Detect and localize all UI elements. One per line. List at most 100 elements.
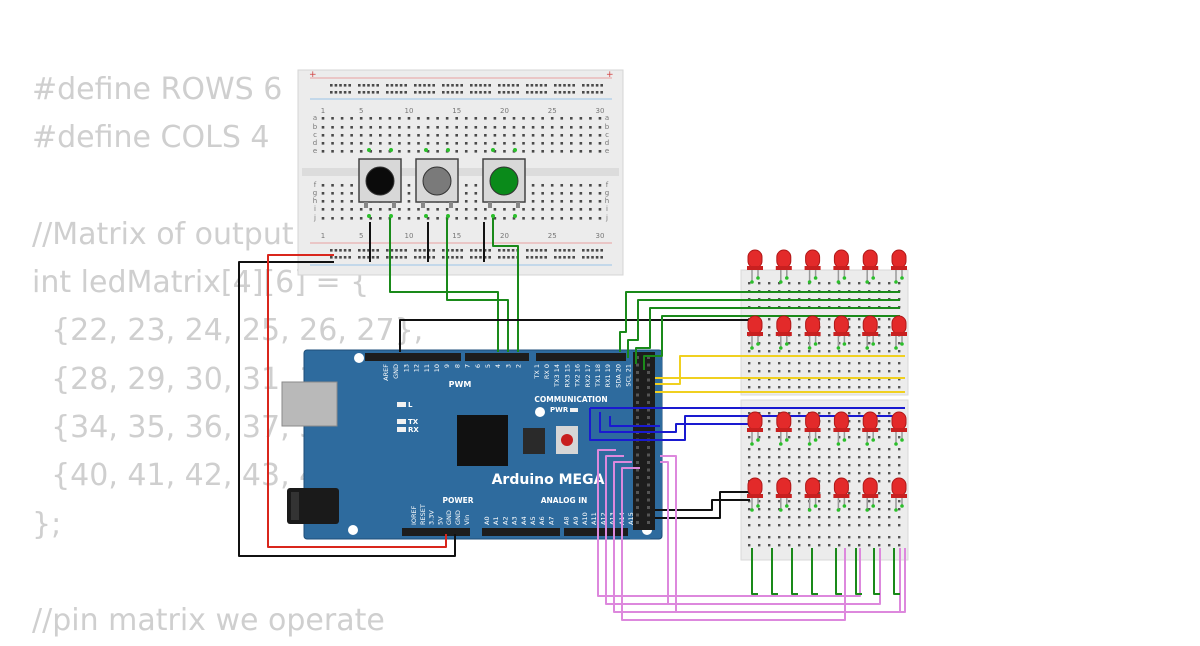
hole: [558, 84, 562, 87]
hole: [398, 126, 401, 129]
pin-indicator: [807, 280, 812, 284]
hole: [768, 464, 771, 467]
hole: [407, 200, 411, 203]
hole: [828, 386, 831, 389]
rail-plus-sign: +: [606, 70, 614, 80]
hole: [748, 436, 751, 439]
hole: [898, 362, 901, 365]
hole: [748, 350, 751, 353]
pin-label: RESET: [419, 504, 427, 525]
pin-indicator: [446, 148, 450, 152]
hole: [868, 370, 871, 373]
hole: [379, 217, 382, 220]
hole: [868, 282, 871, 285]
pin-label: SCL 21: [625, 364, 633, 387]
hole: [474, 126, 478, 129]
hole: [464, 217, 468, 220]
code-line: {22, 23, 24, 25, 26, 27},: [32, 313, 424, 349]
hole: [530, 249, 534, 252]
hole: [768, 472, 771, 475]
led-body: [805, 477, 821, 497]
hole: [598, 208, 602, 211]
header-pin: [647, 506, 650, 509]
hole: [858, 448, 861, 451]
hole: [838, 436, 841, 439]
hole: [358, 256, 361, 259]
pin-indicator: [756, 504, 760, 508]
hole: [350, 117, 353, 120]
hole: [848, 492, 851, 495]
hole: [512, 117, 516, 120]
pin-label: 4: [494, 364, 502, 368]
led-base: [833, 428, 850, 432]
hole: [417, 150, 420, 153]
hole: [560, 142, 564, 145]
hole: [878, 508, 881, 511]
hole: [788, 472, 791, 475]
hole: [579, 150, 583, 153]
hole: [888, 412, 891, 415]
hole: [484, 134, 487, 137]
row-letter: b: [313, 123, 318, 131]
hole: [350, 192, 353, 195]
hole: [558, 91, 562, 94]
hole: [788, 508, 791, 511]
hole: [340, 208, 344, 211]
hole: [386, 84, 389, 87]
led-body: [805, 315, 821, 335]
row-letter: e: [313, 147, 317, 155]
header-pin: [647, 513, 650, 517]
button-leg: [488, 202, 492, 208]
pin-indicator: [756, 276, 760, 280]
mount-hole: [348, 525, 358, 535]
hole: [331, 150, 334, 153]
led-body: [891, 249, 907, 269]
hole: [379, 134, 382, 137]
hole: [838, 524, 841, 527]
hole: [591, 256, 594, 259]
hole: [570, 184, 573, 187]
hole: [579, 192, 583, 195]
hole: [778, 464, 781, 467]
hole: [788, 448, 791, 451]
hole: [888, 436, 891, 439]
hole: [848, 342, 851, 345]
hole: [768, 318, 771, 321]
column-number: 5: [359, 107, 363, 115]
hole: [541, 117, 544, 120]
led-base: [775, 266, 792, 270]
hole: [798, 350, 801, 353]
hole: [541, 142, 544, 145]
hole: [758, 500, 761, 503]
pin-indicator: [750, 346, 754, 350]
row-letter: j: [605, 214, 608, 222]
hole: [507, 249, 510, 252]
led-body: [776, 411, 792, 431]
hole: [464, 126, 468, 129]
hole: [768, 436, 771, 439]
hole: [376, 84, 379, 87]
hole: [321, 134, 325, 137]
hole: [398, 142, 401, 145]
hole: [788, 412, 791, 415]
button-leg: [516, 202, 520, 208]
hole: [828, 464, 831, 467]
led-l-label: L: [408, 401, 413, 409]
hole: [359, 142, 363, 145]
hole: [498, 249, 501, 252]
row-letter: d: [313, 139, 317, 147]
header-pin: [636, 408, 639, 412]
button-cap: [422, 166, 452, 196]
led-base: [891, 266, 907, 270]
header-pin: [636, 453, 639, 457]
hole: [503, 142, 506, 145]
hole: [371, 249, 375, 252]
hole: [858, 342, 861, 345]
red-led: [891, 477, 907, 512]
black-wire: [655, 491, 755, 519]
icsp-header: [523, 428, 545, 454]
hole: [484, 217, 487, 220]
pin-indicator: [756, 438, 760, 442]
hole: [474, 256, 478, 259]
